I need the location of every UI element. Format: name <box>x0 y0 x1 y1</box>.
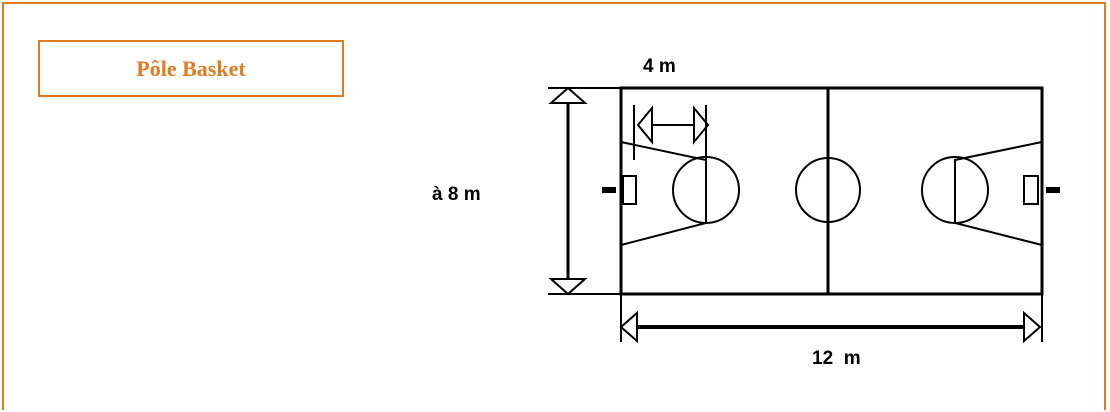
height-label: à 8 m <box>432 184 481 205</box>
right-key <box>954 141 1043 246</box>
key-width-label: 4 m <box>643 56 676 77</box>
court-outline <box>619 86 1044 296</box>
length-label: 12 m <box>812 348 861 369</box>
right-backboard <box>1023 175 1039 205</box>
right-free-throw-circle <box>921 156 989 224</box>
left-key <box>620 141 707 246</box>
center-circle <box>795 157 861 223</box>
height-dimension-arrow <box>548 86 621 296</box>
title-box: Pôle Basket <box>38 40 344 97</box>
length-dimension-arrow <box>619 294 1043 344</box>
page-title: Pôle Basket <box>136 55 246 81</box>
left-backboard <box>622 175 637 205</box>
key-width-dimension-arrow <box>633 105 710 160</box>
